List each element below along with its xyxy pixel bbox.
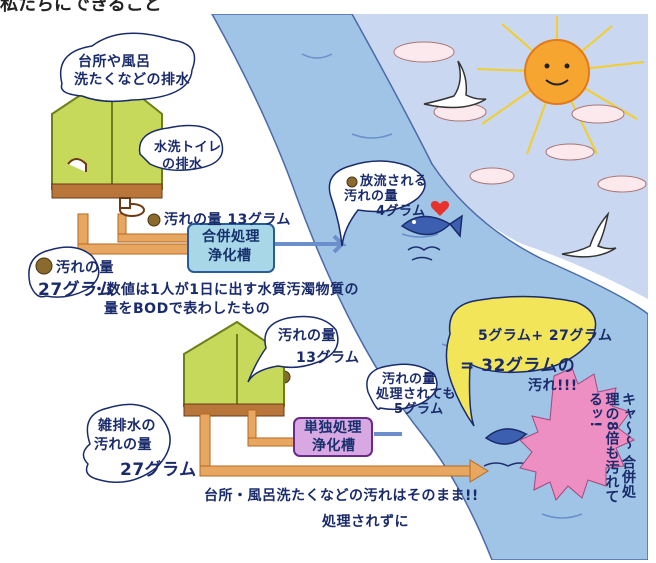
lower-tank-line1: 単独処理 <box>304 420 362 436</box>
pink-burst <box>519 367 635 501</box>
house-bubble <box>59 32 196 103</box>
zatsu-line3: 27グラム <box>120 460 197 480</box>
pink-burst-text: キャ〜〜 合併処理の8倍も汚れてるッ! <box>586 392 636 504</box>
sum-bubble <box>445 295 597 427</box>
zatsu-bubble <box>82 403 171 483</box>
upper-dirt27-line2: 27グラム <box>38 280 115 300</box>
released-line1: 放流される <box>360 174 428 189</box>
faucet-icon <box>67 158 87 172</box>
note-line1: ・数値は1人が1日に出す水質汚濁物質の <box>92 282 359 298</box>
illustration-frame: 台所や風呂 洗たくなどの排水 水洗トイレ の排水 汚れの量 13グラム 汚れの量… <box>22 14 648 560</box>
sum-line3: 汚れ!!! <box>528 378 578 394</box>
house-icon-lower <box>183 320 285 417</box>
released-line2: 汚れの量 <box>344 189 399 204</box>
upper-dirt27-line1: 汚れの量 <box>56 260 114 276</box>
lower-tank-line2: 浄化槽 <box>312 438 356 454</box>
toilet-bubble-line1: 水洗トイレ <box>154 140 222 155</box>
toilet-icon <box>119 197 145 217</box>
upper-tank <box>187 223 275 273</box>
toilet-bubble-line2: の排水 <box>162 157 203 172</box>
illustration-scene <box>28 14 648 560</box>
bird-icon <box>423 60 617 258</box>
treated-line1: 汚れの量 <box>382 372 437 387</box>
lower-tank <box>293 417 373 457</box>
sum-line2: = 32グラムの <box>460 356 576 376</box>
cloud-icon <box>393 41 647 193</box>
cut-off-page-title: 私たちにできること <box>0 0 162 12</box>
zatsu-line2: 汚れの量 <box>94 437 152 453</box>
fish-icon <box>400 214 463 261</box>
zatsu-line1: 雑排水の <box>98 418 156 434</box>
treated-bubble <box>366 363 438 411</box>
sun-icon <box>476 16 645 155</box>
upper-tank-line1: 合併処理 <box>202 229 260 245</box>
lower-dirt13-line1: 汚れの量 <box>278 328 336 344</box>
note-line2: 量をBODで表わしたもの <box>104 301 271 317</box>
untreated-line2: 処理されずに <box>322 514 409 530</box>
heart-icon <box>430 201 450 216</box>
house-bubble-line2: 洗たくなどの排水 <box>74 72 190 88</box>
treated-line2: 処理されても <box>376 387 456 402</box>
released-line3: 4グラム <box>376 204 426 219</box>
house-bubble-line1: 台所や風呂 <box>78 54 151 70</box>
lower-dirt13-line2: 13グラム <box>296 350 360 366</box>
dirt13-bubble-lower <box>247 315 339 383</box>
toilet-bubble <box>138 124 224 171</box>
upper-dirt13-label: 汚れの量 13グラム <box>164 212 291 228</box>
untreated-line1: 台所・風呂洗たくなどの汚れはそのまま!! <box>204 488 479 504</box>
upper-tank-line2: 浄化槽 <box>208 248 252 264</box>
treated-line3: 5グラム <box>394 402 444 417</box>
sum-line1: 5グラム+ 27グラム <box>478 328 613 344</box>
